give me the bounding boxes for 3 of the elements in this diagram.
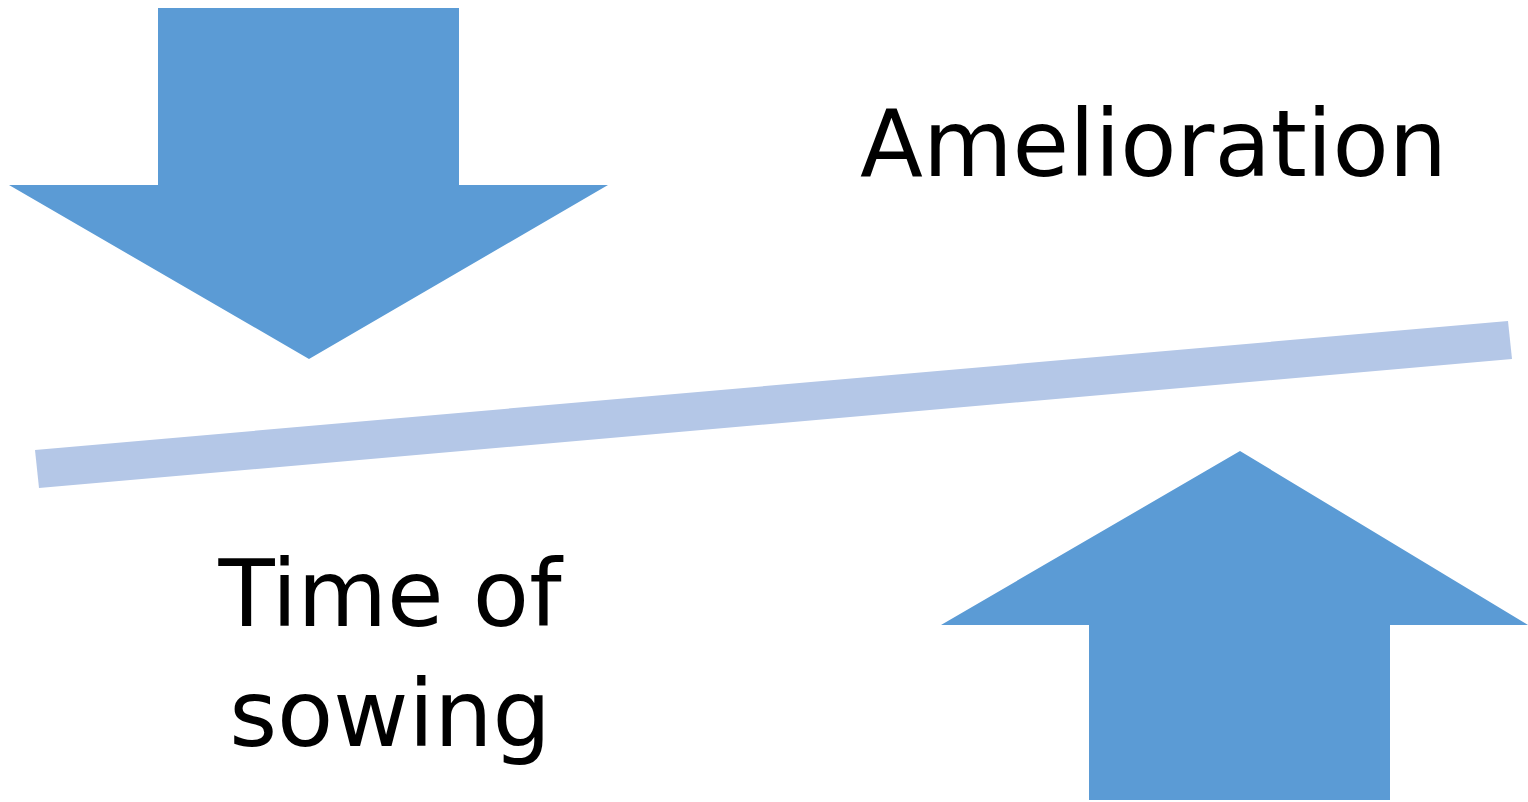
balance-beam: [35, 321, 1512, 488]
label-text: Time of sowing: [217, 540, 565, 770]
label-text: Amelioration: [860, 90, 1448, 200]
